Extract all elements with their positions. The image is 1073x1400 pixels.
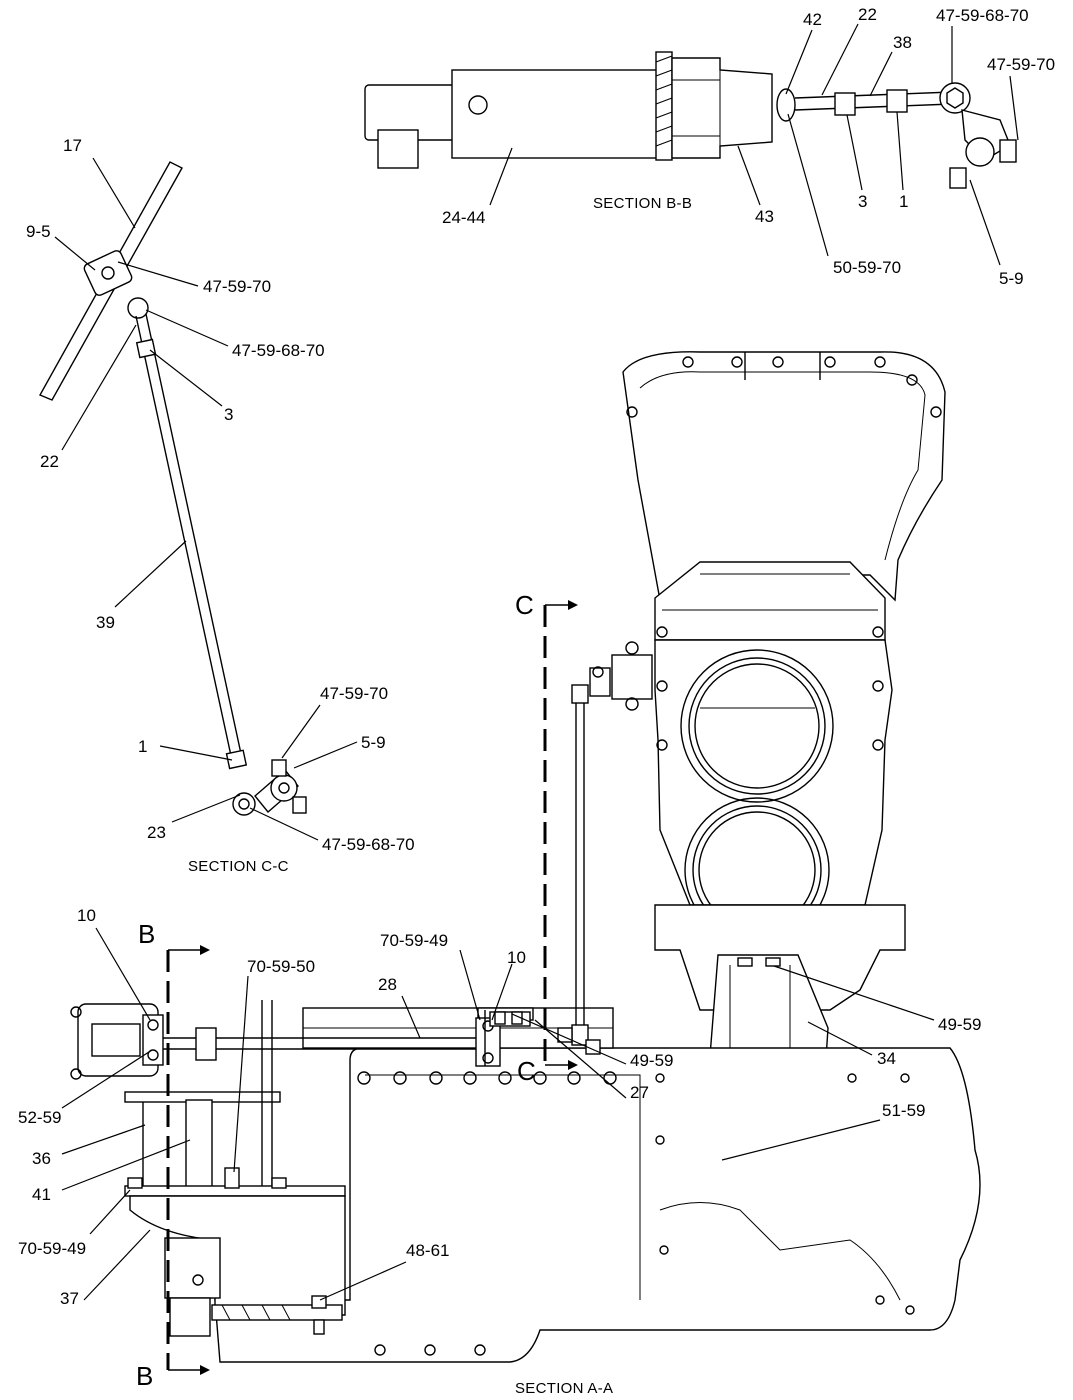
callout-label: 1 (899, 192, 908, 211)
cut-line-b (166, 945, 210, 1375)
callout-label: 42 (803, 10, 822, 29)
callout-label: 36 (32, 1149, 51, 1168)
callout-label: 27 (630, 1083, 649, 1102)
callout-label: 70-59-50 (247, 957, 315, 976)
callout-label: 38 (893, 33, 912, 52)
leader-lines (54, 23, 1019, 1301)
labels: SECTION B-B SECTION C-C SECTION A-A B B … (18, 5, 1055, 1397)
cut-marker-c-bottom: C (517, 1056, 536, 1086)
callout-label: 51-59 (882, 1101, 925, 1120)
callout-label: 10 (507, 948, 526, 967)
callout-label: 17 (63, 136, 82, 155)
callout-label: 70-59-49 (380, 931, 448, 950)
callout-label: 3 (858, 192, 867, 211)
callout-label: 70-59-49 (18, 1239, 86, 1258)
callout-label: 23 (147, 823, 166, 842)
callout-label: 43 (755, 207, 774, 226)
section-a-a-title: SECTION A-A (515, 1380, 613, 1397)
callout-label: 47-59-70 (203, 277, 271, 296)
section-b-b-title: SECTION B-B (593, 195, 692, 212)
callout-label: 10 (77, 906, 96, 925)
callout-label: 9-5 (26, 222, 51, 241)
callout-label: 37 (60, 1289, 79, 1308)
callout-label: 47-59-70 (320, 684, 388, 703)
callout-label: 47-59-70 (987, 55, 1055, 74)
callout-label: 50-59-70 (833, 258, 901, 277)
cut-marker-b-top: B (138, 919, 155, 949)
section-b-b-view (364, 51, 1017, 189)
callout-label: 49-59 (630, 1051, 673, 1070)
callout-label: 39 (96, 613, 115, 632)
callout-label: 1 (138, 737, 147, 756)
callout-label: 41 (32, 1185, 51, 1204)
callout-label: 28 (378, 975, 397, 994)
callout-label: 47-59-68-70 (322, 835, 415, 854)
cut-marker-c-top: C (515, 590, 534, 620)
callout-label: 47-59-68-70 (232, 341, 325, 360)
callout-label: 5-9 (999, 269, 1024, 288)
callout-label: 34 (877, 1049, 896, 1068)
callout-label: 49-59 (938, 1015, 981, 1034)
section-c-c-title: SECTION C-C (188, 858, 289, 875)
callout-label: 5-9 (361, 733, 386, 752)
section-c-c-view (39, 161, 307, 816)
callout-label: 3 (224, 405, 233, 424)
callout-label: 22 (858, 5, 877, 24)
cut-line-c (543, 600, 578, 1070)
callout-label: 52-59 (18, 1108, 61, 1127)
callout-label: 48-61 (406, 1241, 449, 1260)
callout-label: 47-59-68-70 (936, 6, 1029, 25)
section-a-a-view (70, 351, 981, 1363)
cut-marker-b-bottom: B (136, 1361, 153, 1391)
callout-label: 24-44 (442, 208, 485, 227)
callout-label: 22 (40, 452, 59, 471)
